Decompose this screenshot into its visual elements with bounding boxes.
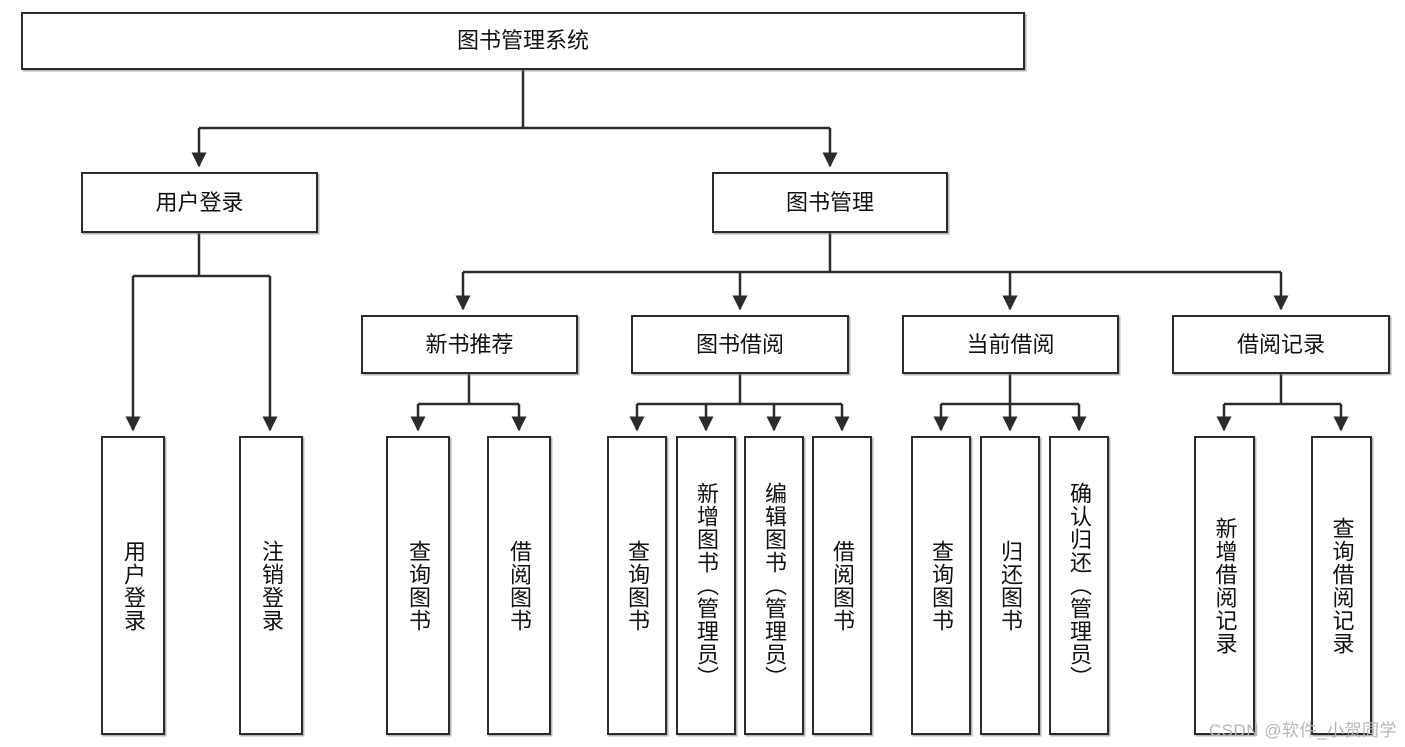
node-leaf-user-login[interactable]: 用户登录: [101, 436, 165, 735]
node-leaf-borrow-book[interactable]: 借阅图书: [812, 436, 872, 735]
node-label: 当前借阅: [966, 331, 1055, 357]
node-label: 新增借阅记录: [1212, 516, 1238, 655]
node-leaf-add-book[interactable]: 新增图书（管理员）: [676, 436, 736, 735]
node-label: 用户登录: [121, 539, 146, 632]
node-new-book-recommend[interactable]: 新书推荐: [361, 315, 578, 374]
node-label: 编辑图书（管理员）: [762, 482, 787, 689]
node-book-management[interactable]: 图书管理: [712, 172, 948, 233]
node-current-borrow[interactable]: 当前借阅: [902, 315, 1119, 374]
node-label: 确认归还（管理员）: [1067, 482, 1092, 689]
node-label: 查询图书: [625, 539, 650, 632]
node-label: 用户登录: [155, 189, 244, 215]
node-label: 查询图书: [406, 539, 431, 632]
node-leaf-borrow-book-recommend[interactable]: 借阅图书: [487, 436, 551, 735]
node-label: 新增图书（管理员）: [694, 482, 719, 689]
node-label: 图书管理: [785, 189, 874, 215]
node-label: 借阅图书: [830, 539, 855, 632]
watermark-text: CSDN @软件_小贺同学: [1208, 721, 1397, 740]
node-label: 归还图书: [998, 539, 1023, 632]
node-book-borrow[interactable]: 图书借阅: [631, 315, 849, 374]
node-leaf-query-book-current[interactable]: 查询图书: [911, 436, 971, 735]
node-borrow-record[interactable]: 借阅记录: [1172, 315, 1390, 374]
node-label: 查询图书: [929, 539, 954, 632]
node-leaf-query-book-borrow[interactable]: 查询图书: [607, 436, 667, 735]
node-label: 查询借阅记录: [1329, 516, 1355, 655]
node-leaf-edit-book[interactable]: 编辑图书（管理员）: [744, 436, 804, 735]
node-user-login[interactable]: 用户登录: [81, 172, 318, 233]
node-label: 新书推荐: [425, 331, 514, 357]
node-label: 图书借阅: [695, 331, 784, 357]
node-leaf-query-book-recommend[interactable]: 查询图书: [386, 436, 450, 735]
node-leaf-query-borrow-record[interactable]: 查询借阅记录: [1311, 436, 1372, 735]
node-leaf-add-borrow-record[interactable]: 新增借阅记录: [1194, 436, 1255, 735]
node-label: 注销登录: [259, 539, 284, 632]
node-leaf-confirm-return[interactable]: 确认归还（管理员）: [1049, 436, 1109, 735]
node-root-book-management-system[interactable]: 图书管理系统: [21, 12, 1025, 70]
node-leaf-return-book[interactable]: 归还图书: [980, 436, 1040, 735]
node-label: 图书管理系统: [456, 28, 589, 54]
node-label: 借阅记录: [1236, 331, 1325, 357]
node-leaf-user-logout[interactable]: 注销登录: [239, 436, 303, 735]
node-label: 借阅图书: [507, 539, 532, 632]
